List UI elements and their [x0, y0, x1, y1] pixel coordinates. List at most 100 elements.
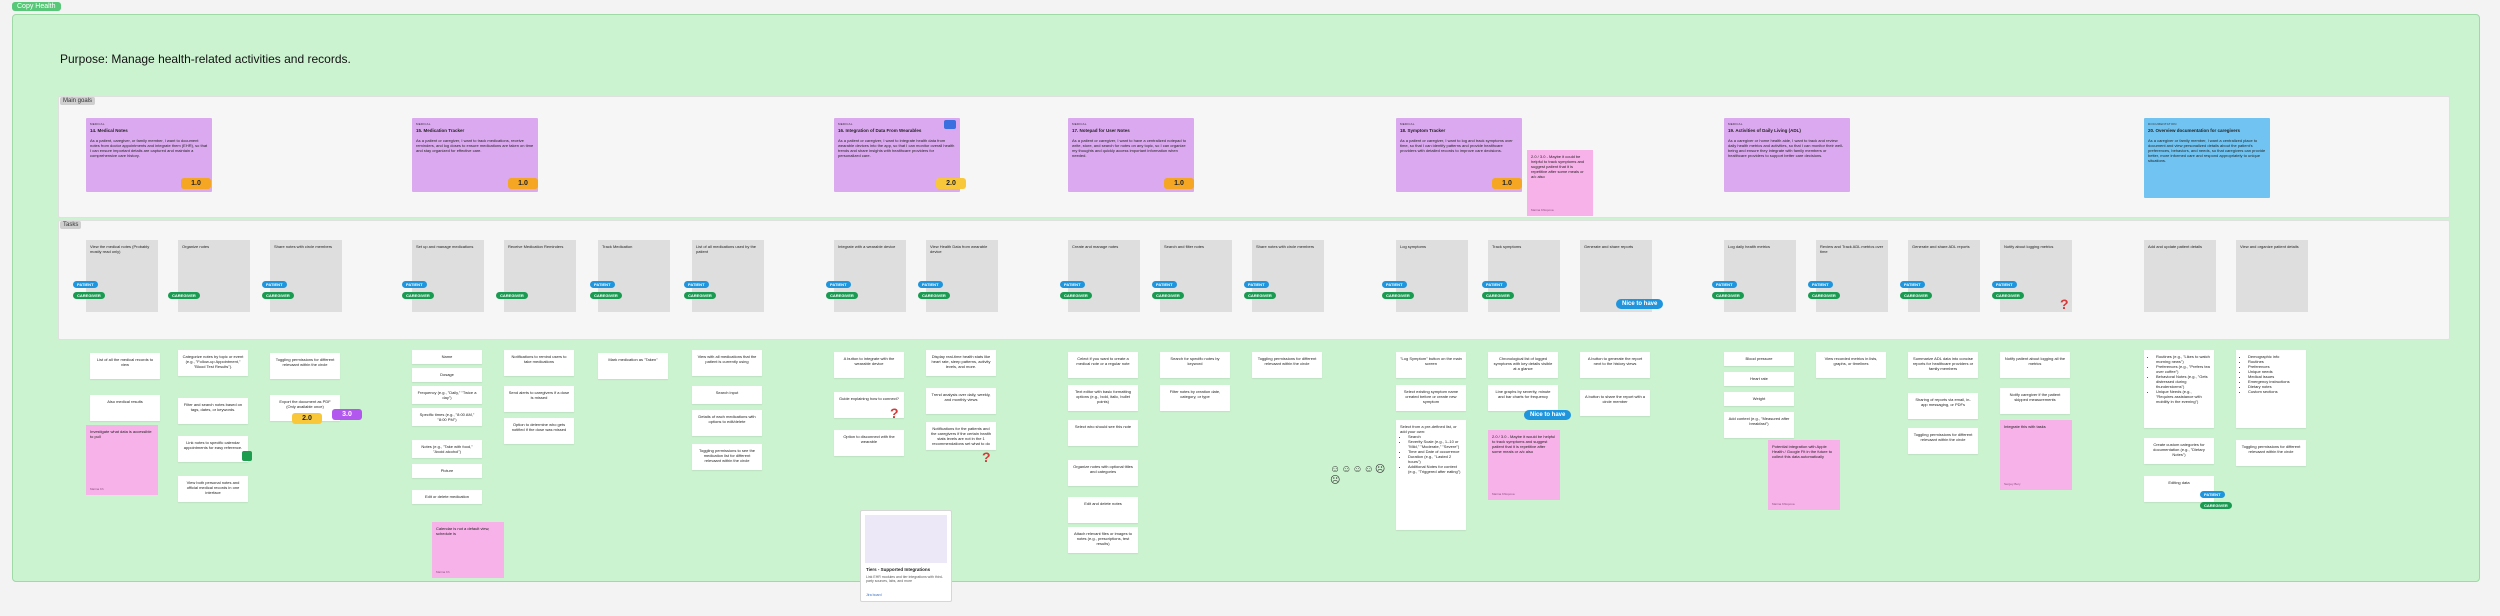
goal-sticky-note[interactable]: 2.0 / 3.0 - Maybe it could be helpful to… [1527, 150, 1593, 216]
sticky-note[interactable]: View with all medications that the patie… [692, 350, 762, 376]
routine-note[interactable]: Routines (e.g., "Likes to watch morning … [2144, 350, 2214, 428]
sticky-note[interactable]: Organize notes with optional titles and … [1068, 460, 1138, 486]
sticky-note[interactable]: Toggling permissions for different relev… [1252, 352, 1322, 378]
pink-note[interactable]: Potential integration with Apple Health … [1768, 440, 1840, 510]
sticky-note[interactable]: Option to disconnect with the wearable [834, 430, 904, 456]
task-card[interactable]: Add and update patient details [2144, 240, 2216, 312]
sticky-note[interactable]: Select existing symptom name created bef… [1396, 385, 1466, 411]
board-tab[interactable]: Copy Health [12, 2, 61, 11]
sticky-note[interactable]: Sharing of reports via email, in-app mes… [1908, 393, 1978, 419]
task-card[interactable]: Review and Track ADL metrics over time [1816, 240, 1888, 312]
goal-category: MEDICAL [1400, 122, 1518, 127]
pink-note[interactable]: 2.0 / 3.0 - Maybe it would be helpful to… [1488, 430, 1560, 500]
task-card[interactable]: List of all medications used by the pati… [692, 240, 764, 312]
sticky-note[interactable]: Filter notes by creation date, category,… [1160, 385, 1230, 411]
sticky-note[interactable]: Name [412, 350, 482, 364]
task-card[interactable]: Search and filter notes [1160, 240, 1232, 312]
task-card[interactable]: Share notes with circle members [270, 240, 342, 312]
detail-sections-note[interactable]: Demographic info Routines Preferences Un… [2236, 350, 2306, 428]
sticky-note[interactable]: Summarize ADL data into concise reports … [1908, 352, 1978, 378]
sticky-note[interactable]: Toggling permissions to see the medicati… [692, 444, 762, 470]
note-author: Marina Kh [90, 487, 104, 492]
sticky-note[interactable]: Notifications for the patients and the c… [926, 422, 996, 450]
sticky-note[interactable]: Dosage [412, 368, 482, 382]
sticky-note[interactable]: Link notes to specific calendar appointm… [178, 436, 248, 462]
sticky-note[interactable]: Text editor with basic formatting option… [1068, 385, 1138, 411]
task-card[interactable]: Log symptoms [1396, 240, 1468, 312]
task-card[interactable]: Receive Medication Reminders [504, 240, 576, 312]
sticky-note[interactable]: Select who should see this note [1068, 420, 1138, 446]
sticky-note[interactable]: Attach relevant files or images to notes… [1068, 527, 1138, 553]
sticky-note[interactable]: List of all the medical records to view [90, 353, 160, 379]
sticky-note[interactable]: View both personal notes and official me… [178, 476, 248, 502]
sticky-note[interactable]: A button to integrate with the wearable … [834, 352, 904, 378]
sticky-note[interactable]: Create custom categories for documentati… [2144, 438, 2214, 464]
task-label: Create and manage notes [1072, 244, 1118, 249]
sticky-note[interactable]: Search for specific notes by keyword [1160, 352, 1230, 378]
symptom-fields-note[interactable]: Select from a pre-defined list, or add y… [1396, 420, 1466, 530]
sticky-note[interactable]: "Log Symptom" button on the main screen [1396, 352, 1466, 378]
tag-patient: PATIENT [918, 281, 943, 288]
goal-card-documentation[interactable]: DOCUMENTATION 20. Overview documentation… [2144, 118, 2270, 198]
sticky-note[interactable]: Picture [412, 464, 482, 478]
sticky-note[interactable]: Details of each medications with options… [692, 410, 762, 436]
sticky-note[interactable]: Weight [1724, 392, 1794, 406]
sticky-note[interactable]: Categorize notes by topic or event (e.g.… [178, 350, 248, 376]
sticky-note[interactable]: Edit and delete notes [1068, 497, 1138, 523]
sticky-note[interactable]: Editing data [2144, 476, 2214, 502]
goal-body: As a caregiver or family member, I want … [2148, 138, 2266, 163]
thumbs-up-icon[interactable] [242, 451, 252, 461]
sticky-note[interactable]: Mark medication as "Taken" [598, 353, 668, 379]
pain-faces-icon: ☺☺☺☺☹☹ [1330, 464, 1392, 476]
task-card[interactable]: View and organize patient details [2236, 240, 2308, 312]
goal-score: 1.0 [1164, 178, 1194, 189]
sticky-note[interactable]: Notes (e.g., "Take with food," "Avoid al… [412, 440, 482, 458]
task-card[interactable]: Set up and manage medications [412, 240, 484, 312]
sticky-note[interactable]: Filter and search notes based on tags, d… [178, 398, 248, 424]
nice-to-have-badge: Nice to have [1616, 299, 1663, 309]
task-card[interactable]: Track Medication [598, 240, 670, 312]
integration-link[interactable]: Jira board [866, 593, 882, 597]
sticky-note[interactable]: Chronological list of logged symptoms wi… [1488, 352, 1558, 378]
sticky-note[interactable]: Heart rate [1724, 372, 1794, 386]
pink-note[interactable]: Calendar is not a default view, schedule… [432, 522, 504, 578]
sticky-note[interactable]: Toggling permissions for different relev… [2236, 440, 2306, 466]
task-card[interactable]: View Health Data from wearable device [926, 240, 998, 312]
pink-note[interactable]: Investigate what data is accessible to p… [86, 425, 158, 495]
sticky-note[interactable]: A button to share the report with a circ… [1580, 390, 1650, 416]
task-card[interactable]: Log daily health metrics [1724, 240, 1796, 312]
sticky-note[interactable]: Send alerts to caregivers if a dose is m… [504, 386, 574, 412]
integration-card[interactable]: Tiers - Supported Integrations Link EHR … [860, 510, 952, 602]
task-card[interactable]: Integrate with a wearable device [834, 240, 906, 312]
task-card[interactable]: Track symptoms [1488, 240, 1560, 312]
sticky-note[interactable]: View recorded metrics in lists, graphs, … [1816, 352, 1886, 378]
task-card[interactable]: Generate and share ADL reports [1908, 240, 1980, 312]
note-text: Integrate this with tasks [2004, 424, 2046, 429]
chat-icon[interactable] [944, 120, 956, 129]
sticky-note[interactable]: Toggling permissions for different relev… [1908, 428, 1978, 454]
sticky-note[interactable]: Celect if you want to create a medical n… [1068, 352, 1138, 378]
task-card[interactable]: Organize notes [178, 240, 250, 312]
sticky-note[interactable]: Edit or delete medication [412, 490, 482, 504]
pink-note[interactable]: Integrate this with tasks Sergey Bery [2000, 420, 2072, 490]
sticky-note[interactable]: Notify patient about logging all the met… [2000, 352, 2070, 378]
sticky-note[interactable]: Notifications to remind users to take me… [504, 350, 574, 376]
sticky-note[interactable]: Frequency (e.g., "Daily," "Twice a day") [412, 386, 482, 404]
sticky-note[interactable]: Search input [692, 386, 762, 404]
sticky-note[interactable]: Display real-time health stats like hear… [926, 350, 996, 376]
task-card[interactable]: View the medical notes (Probably mostly … [86, 240, 158, 312]
goal-title: 15. Medication Tracker [416, 128, 534, 133]
sticky-note[interactable]: Also medical results [90, 395, 160, 421]
task-card[interactable]: Share notes with circle members [1252, 240, 1324, 312]
sticky-note[interactable]: Add context (e.g., "Measured after break… [1724, 412, 1794, 438]
sticky-note[interactable]: Notify caregiver if the patient skipped … [2000, 388, 2070, 414]
sticky-note[interactable]: A button to generate the report next to … [1580, 352, 1650, 378]
sticky-note[interactable]: Specific times (e.g., "8:00 AM," "8:00 P… [412, 408, 482, 426]
sticky-note[interactable]: Toggling permissions for different relev… [270, 353, 340, 379]
task-card[interactable]: Create and manage notes [1068, 240, 1140, 312]
sticky-note[interactable]: Option to determine who gets notified if… [504, 418, 574, 444]
goal-card-adl[interactable]: MEDICAL 19. Activities of Daily Living (… [1724, 118, 1850, 192]
sticky-note[interactable]: Blood pressure [1724, 352, 1794, 366]
sticky-note[interactable]: Trend analysis over daily, weekly, and m… [926, 388, 996, 414]
sticky-note[interactable]: Line graphs by severity, minute and bar … [1488, 385, 1558, 411]
